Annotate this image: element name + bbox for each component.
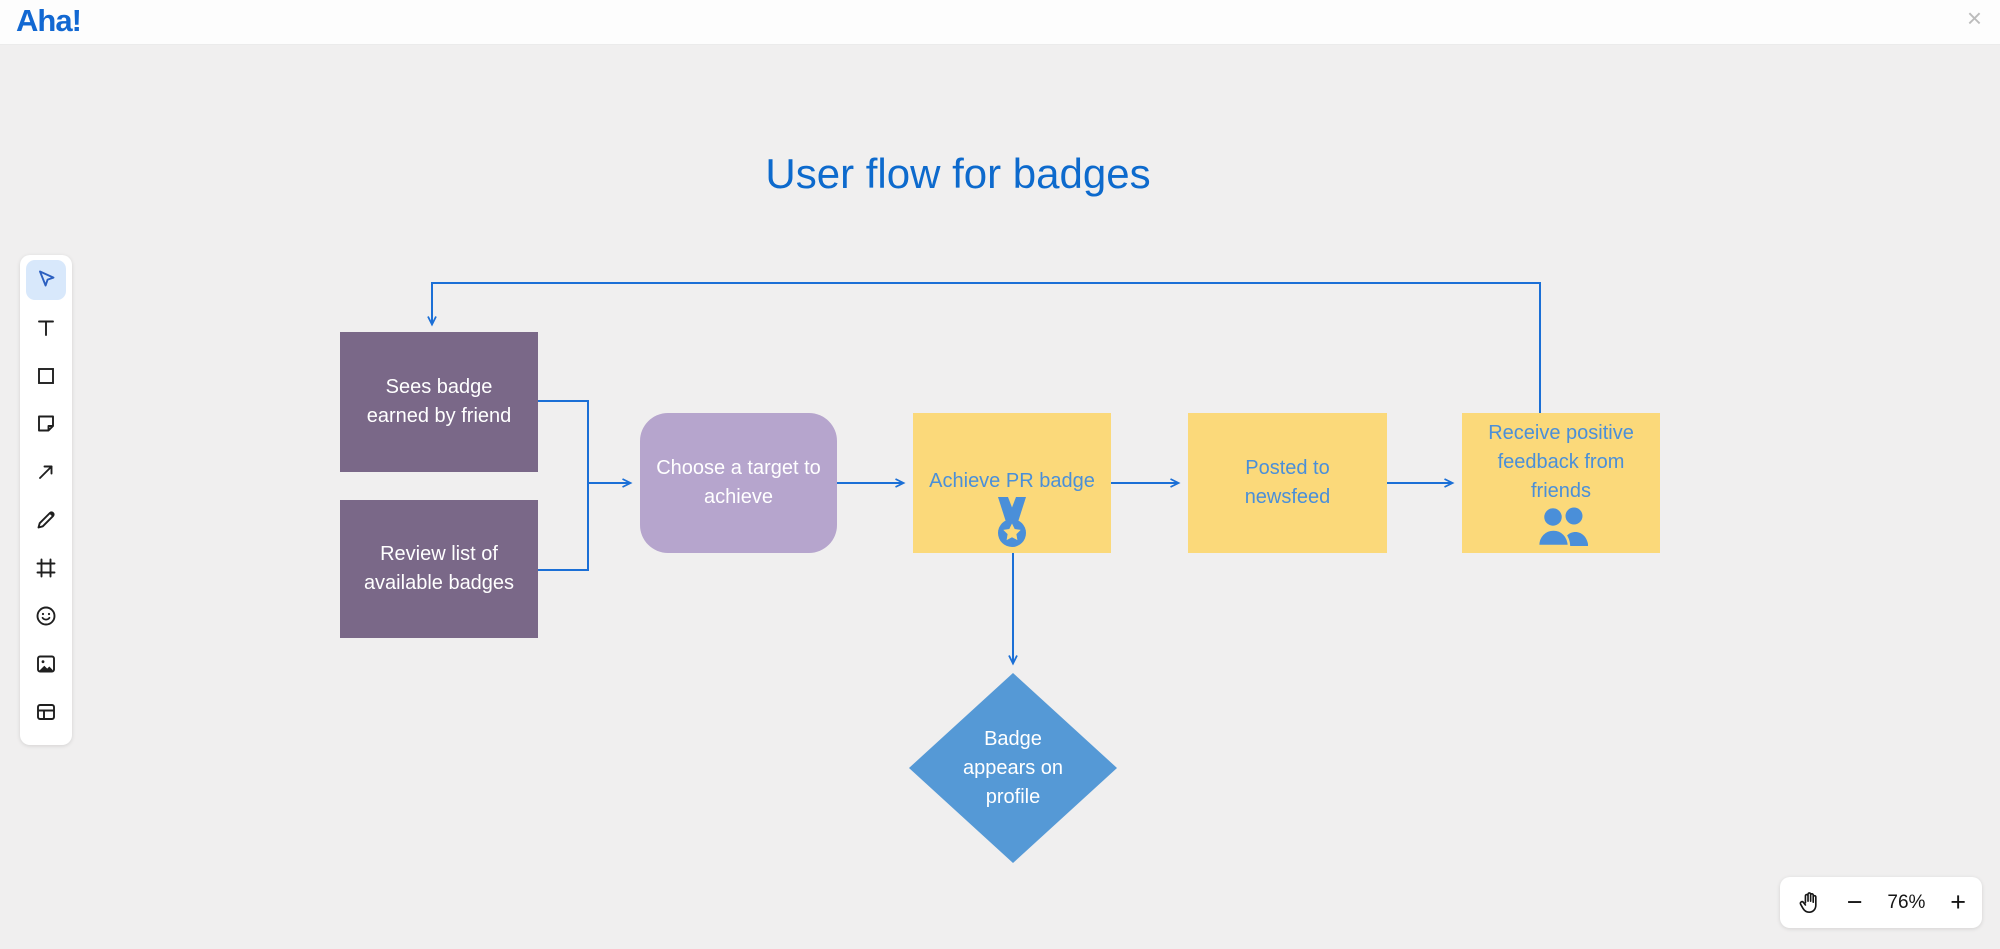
sticky-note-tool-button[interactable] [26,404,66,444]
node-label: Sees badge earned by friend [366,376,512,427]
sticky-note-icon [38,415,54,432]
emoji-icon [36,606,56,626]
pencil-icon [37,511,55,529]
node-label: Posted to newsfeed [1244,457,1331,508]
rectangle-icon [38,368,54,384]
draw-tool-button[interactable] [26,500,66,540]
people-icon [1536,505,1588,547]
zoom-controls: − 76% + [1780,877,1982,928]
node-posted-newsfeed[interactable]: Posted to newsfeed [1188,413,1387,553]
text-icon [38,320,54,336]
node-choose-target[interactable]: Choose a target to achieve [640,413,837,553]
close-icon[interactable]: × [1966,3,1982,33]
hand-icon [1799,891,1817,913]
image-tool-button[interactable] [26,644,66,684]
node-receive-feedback[interactable]: Receive positive feedback from friends [1462,413,1660,553]
node-review-list[interactable]: Review list of available badges [340,500,538,638]
connector-tool-button[interactable] [26,452,66,492]
frame-tool-button[interactable] [26,548,66,588]
layout-tool-button[interactable] [26,692,66,732]
node-label: Badge appears on profile [962,727,1064,808]
node-content: Receive positive feedback from friends [1481,419,1641,548]
tool-palette [20,255,72,745]
node-content: Achieve PR badge [913,413,1111,553]
board-title[interactable]: User flow for badges [765,150,1151,197]
frame-icon [36,558,56,578]
medal-icon [998,497,1026,547]
zoom-out-button[interactable]: − [1846,887,1863,917]
aha-logo[interactable]: Aha! [16,3,82,38]
select-tool-button[interactable] [26,260,66,300]
image-icon [37,655,55,673]
node-label: Choose a target to achieve [656,457,821,508]
zoom-in-button[interactable]: + [1950,887,1966,917]
arrow-icon [39,465,53,479]
node-sees-badge[interactable]: Sees badge earned by friend [340,332,538,472]
node-badge-profile[interactable]: Badge appears on profile [909,673,1117,863]
zoom-level[interactable]: 76% [1887,891,1926,913]
top-bar: Aha! × [0,0,2000,45]
node-achieve-pr-badge[interactable]: Achieve PR badge [913,413,1111,553]
node-label: Receive positive feedback from friends [1488,421,1634,502]
shape-tool-button[interactable] [26,356,66,396]
layout-icon [37,704,55,720]
node-label: Review list of available badges [363,543,515,594]
emoji-tool-button[interactable] [26,596,66,636]
cursor-icon [39,270,55,287]
hand-tool-button[interactable] [1796,890,1822,916]
node-label: Achieve PR badge [929,470,1095,492]
text-tool-button[interactable] [26,308,66,348]
